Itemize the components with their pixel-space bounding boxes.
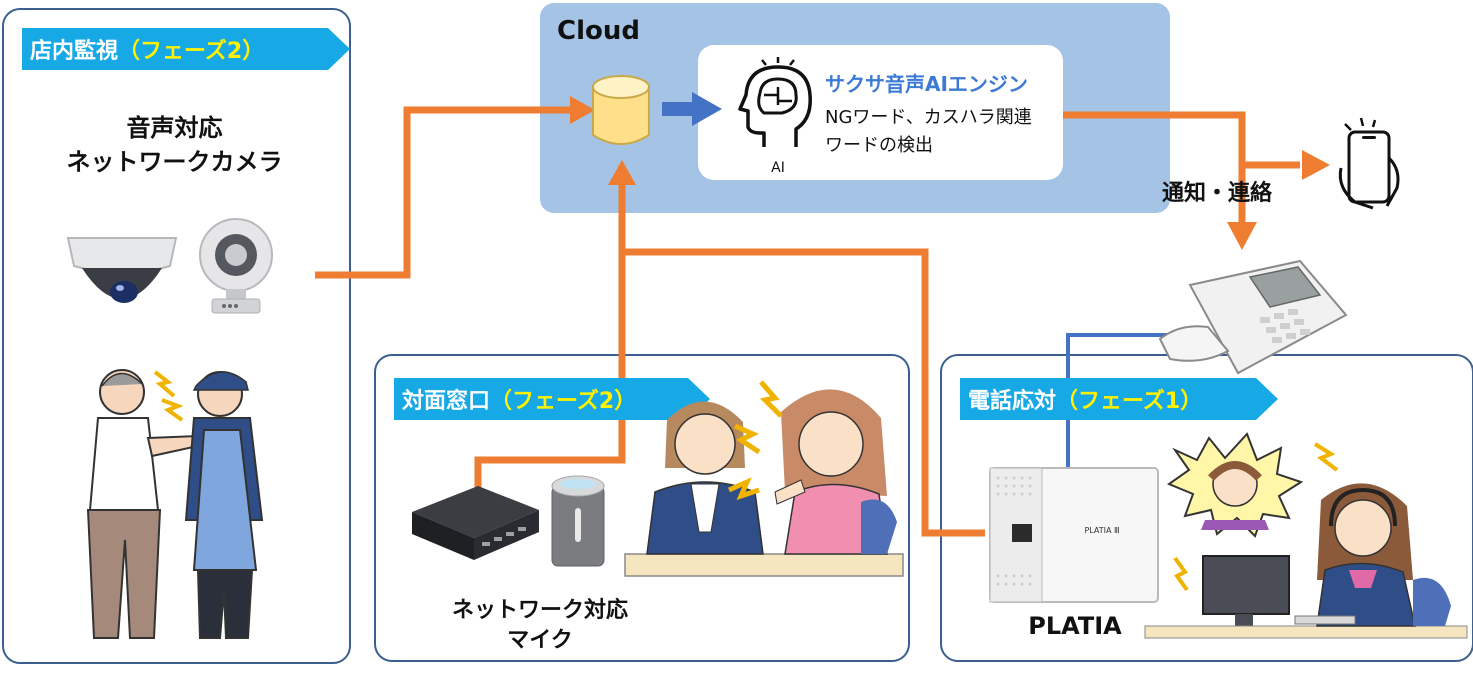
mic-to-cloud-line <box>474 165 626 500</box>
phone-banner: 電話応対 （フェーズ1） <box>960 378 1278 420</box>
platia-device-icon <box>989 467 1159 603</box>
cloud-title: Cloud <box>557 16 640 46</box>
platia-device-print: PLATIA Ⅲ <box>1084 526 1120 535</box>
camera-label-line1: 音声対応 <box>126 114 223 142</box>
notify-label: 通知・連絡 <box>1162 181 1273 206</box>
notify-to-phone-arrowhead <box>1227 222 1257 250</box>
smart-speaker-mic-icon <box>551 475 605 567</box>
keyboard <box>1294 615 1356 625</box>
platia-label: PLATIA <box>1028 612 1122 640</box>
ai-engine-desc-line2: ワードの検出 <box>825 135 933 156</box>
ai-engine-box <box>698 45 1063 180</box>
engine-to-notify-line <box>1063 111 1300 169</box>
network-mic-box-icon <box>412 486 539 560</box>
store-conflict-illustration <box>86 369 264 639</box>
desk-phone-icon <box>1158 259 1348 375</box>
camera-to-cloud-arrowhead <box>570 96 595 124</box>
platia-to-cloud-line <box>622 248 985 537</box>
store-banner-phase: （フェーズ2） <box>118 39 265 64</box>
counter-desk <box>624 553 904 577</box>
webcam-icon <box>199 218 273 314</box>
monitor <box>1202 555 1290 615</box>
store-banner-main: 店内監視 <box>30 39 119 64</box>
store-monitoring-panel <box>2 8 351 664</box>
angry-customer-woman-head <box>798 411 864 477</box>
ai-engine-desc-line1: NGワード、カスハラ関連 <box>825 107 1032 128</box>
phone-cable-line <box>1066 333 1185 470</box>
mic-to-cloud-arrowhead <box>608 160 636 185</box>
counter-banner-main: 対面窓口 <box>402 389 491 414</box>
ai-head-icon <box>738 57 812 147</box>
counter-banner: 対面窓口 （フェーズ2） <box>394 378 710 420</box>
mic-label-line2: マイク <box>507 628 573 653</box>
clerk-head <box>674 413 736 475</box>
store-monitoring-banner: 店内監視 （フェーズ2） <box>22 28 350 70</box>
db-to-engine-arrow-body <box>662 102 692 116</box>
dome-camera-icon <box>66 237 178 303</box>
camera-label-line2: ネットワークカメラ <box>66 148 283 176</box>
camera-to-cloud-line <box>315 106 588 279</box>
smartphone-in-hand-icon <box>1338 117 1400 210</box>
operator-head <box>1334 499 1392 557</box>
counter-banner-phase: （フェーズ2） <box>490 389 637 414</box>
database-icon <box>592 75 650 145</box>
counter-conflict-illustration <box>624 380 904 577</box>
phone-banner-main: 電話応対 <box>968 389 1057 414</box>
ai-engine-title: サクサ音声AIエンジン <box>825 72 1028 96</box>
phone-conflict-illustration <box>1144 432 1468 639</box>
mic-label-line1: ネットワーク対応 <box>451 598 628 623</box>
phone-banner-phase: （フェーズ1） <box>1056 389 1203 414</box>
notify-to-smartphone-arrowhead <box>1302 150 1330 180</box>
ai-label: AI <box>771 160 785 176</box>
db-to-engine-arrowhead <box>692 92 722 126</box>
